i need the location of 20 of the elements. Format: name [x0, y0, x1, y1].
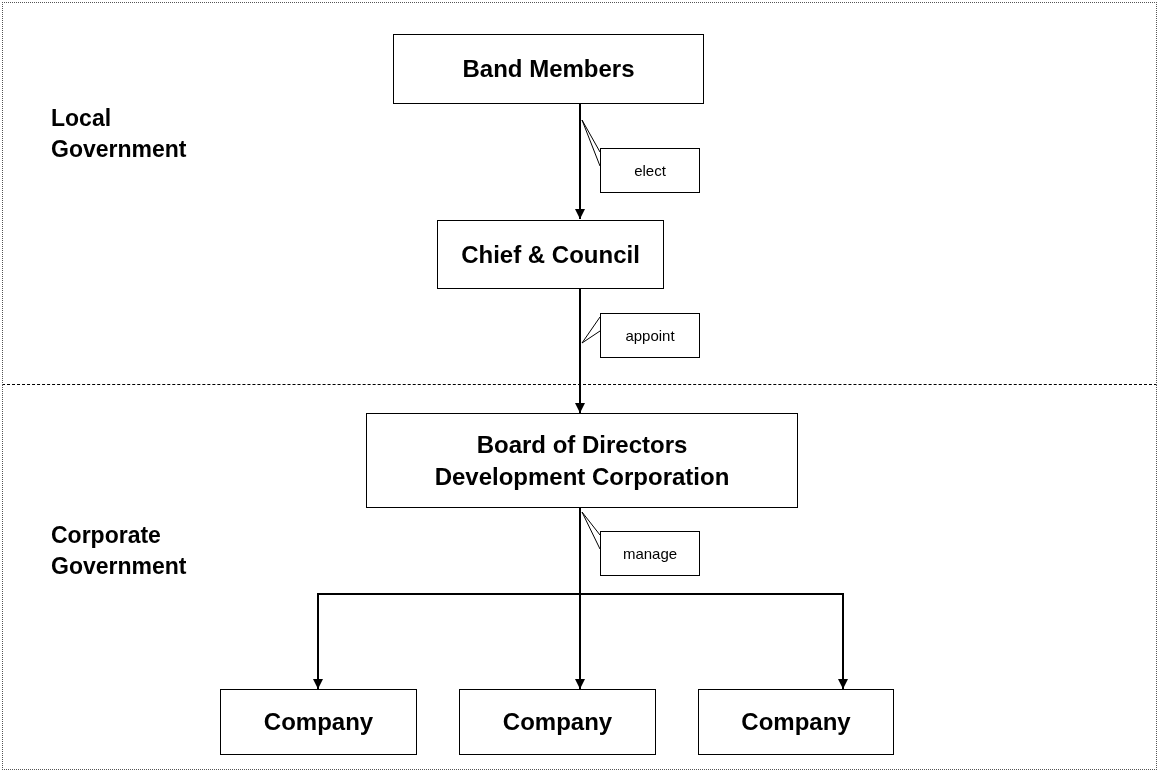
org-box [366, 413, 798, 508]
box-text: Development Corporation [434, 461, 730, 492]
edge-label: elect [600, 148, 700, 193]
org-box [437, 220, 664, 289]
box-text: Company [741, 707, 851, 738]
region-heading: Local Government [51, 104, 188, 165]
box-text: Board of Directors [476, 430, 688, 461]
arrow [575, 102, 585, 220]
org-box [393, 34, 704, 104]
box-text: Company [502, 707, 613, 738]
edge-label: manage [600, 531, 700, 576]
org-box [459, 689, 656, 755]
org-box [220, 689, 417, 755]
box-text: Chief & Council [461, 239, 640, 270]
region-band [2, 385, 1157, 770]
org-box [698, 689, 894, 755]
box-text: Company [263, 707, 374, 738]
region-heading: Corporate Government [51, 521, 188, 582]
arrow [575, 287, 585, 414]
box-text: Band Members [462, 54, 635, 85]
